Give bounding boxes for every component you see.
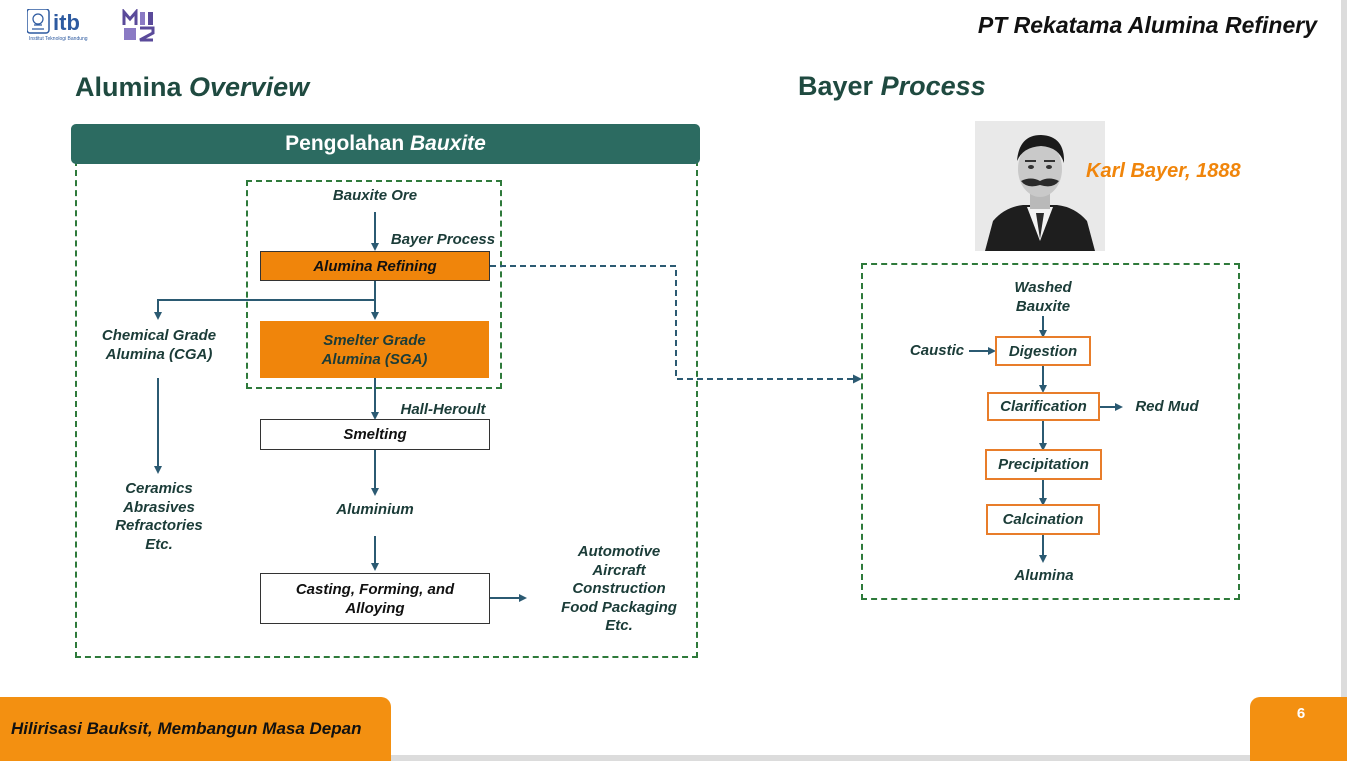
footer-right-band bbox=[1250, 697, 1347, 761]
aluminium-use-item: Food Packaging bbox=[561, 598, 677, 616]
pengolahan-bauxite-banner: Pengolahan Bauxite bbox=[71, 124, 700, 164]
itb-logo: itb Institut Teknologi Bandung bbox=[26, 8, 105, 43]
bayer-process-frame bbox=[861, 263, 1240, 600]
right-edge-strip bbox=[1341, 0, 1347, 761]
cga-use-item: Refractories bbox=[115, 517, 203, 534]
node-casting-forming-alloying: Casting, Forming, and Alloying bbox=[260, 573, 490, 624]
partner-logo bbox=[121, 7, 157, 43]
cga-use-item: Ceramics bbox=[125, 480, 193, 497]
banner-italic: Bauxite bbox=[410, 132, 486, 155]
aluminium-use-item: Automotive bbox=[577, 543, 661, 560]
dashed-link-refining-to-bayer bbox=[490, 265, 862, 384]
footer-left-band bbox=[0, 697, 391, 761]
cga-use-item: Abrasives bbox=[123, 498, 195, 516]
label-aluminium: Aluminium bbox=[336, 501, 414, 518]
aluminium-use-item: Etc. bbox=[605, 617, 633, 634]
bayer-process-title: Bayer Process bbox=[798, 71, 986, 102]
page-number: 6 bbox=[1296, 705, 1306, 722]
aluminium-use-item: Aircraft bbox=[592, 561, 646, 579]
node-smelting: Smelting bbox=[260, 419, 490, 450]
karl-bayer-portrait bbox=[975, 121, 1105, 251]
label-alumina-output: Alumina bbox=[1014, 567, 1074, 584]
step-digestion: Digestion bbox=[995, 336, 1091, 366]
alumina-overview-title-italic: Overview bbox=[189, 72, 310, 102]
itb-logo-caption: Institut Teknologi Bandung bbox=[29, 36, 88, 42]
itb-logo-text: itb bbox=[53, 10, 80, 35]
bayer-process-title-main: Bayer bbox=[798, 71, 881, 101]
alumina-overview-title: Alumina Overview bbox=[75, 72, 309, 103]
company-name: PT Rekatama Alumina Refinery bbox=[977, 12, 1317, 38]
aluminium-use-item: Construction bbox=[572, 580, 666, 597]
arrow-refining-to-cga bbox=[154, 299, 375, 320]
label-hall-heroult: Hall-Heroult bbox=[400, 401, 486, 418]
node-smelter-grade-alumina: Smelter Grade Alumina (SGA) bbox=[260, 321, 489, 378]
cga-uses-list: Ceramics Abrasives Refractories Etc. bbox=[104, 480, 214, 554]
step-precipitation: Precipitation bbox=[985, 449, 1102, 480]
bottom-edge-strip bbox=[0, 755, 1347, 761]
aluminium-uses-list: Automotive Aircraft Construction Food Pa… bbox=[549, 543, 689, 636]
label-bayer-process: Bayer Process bbox=[390, 231, 496, 248]
bayer-process-title-italic: Process bbox=[880, 71, 986, 101]
node-alumina-refining: Alumina Refining bbox=[260, 251, 490, 281]
cga-use-item: Etc. bbox=[145, 535, 173, 553]
label-caustic: Caustic bbox=[909, 342, 965, 359]
footer-tagline: Hilirisasi Bauksit, Membangun Masa Depan bbox=[11, 719, 362, 738]
banner-main: Pengolahan bbox=[285, 132, 410, 155]
label-red-mud: Red Mud bbox=[1135, 398, 1199, 415]
label-washed-bauxite: Washed Bauxite bbox=[1014, 279, 1072, 315]
step-calcination: Calcination bbox=[986, 504, 1100, 535]
node-chemical-grade-alumina: Chemical Grade Alumina (CGA) bbox=[101, 327, 217, 363]
alumina-overview-title-main: Alumina bbox=[75, 72, 190, 102]
step-clarification: Clarification bbox=[987, 392, 1100, 421]
label-bauxite-ore: Bauxite Ore bbox=[332, 187, 418, 204]
karl-bayer-caption: Karl Bayer, 1888 bbox=[1086, 160, 1241, 182]
